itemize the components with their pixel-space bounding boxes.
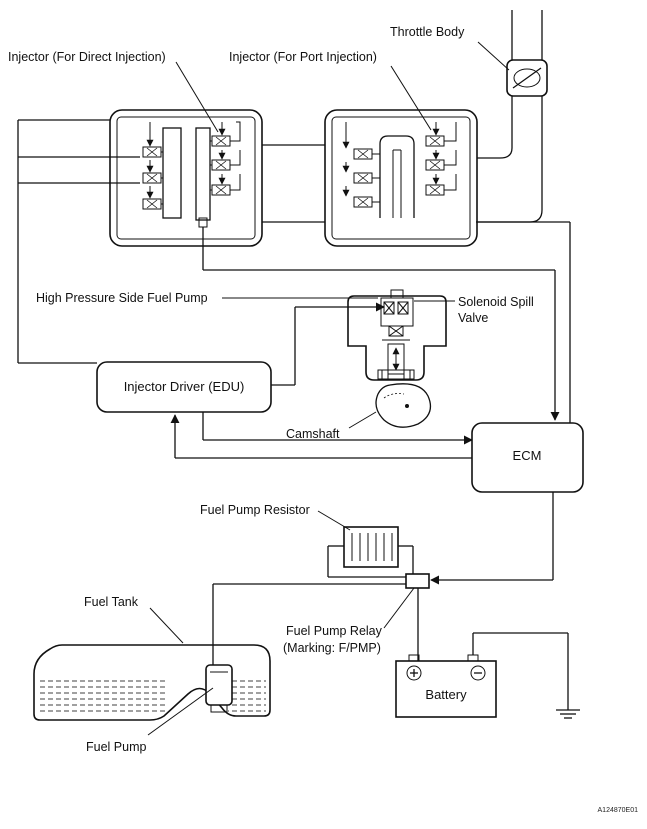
solenoid-spill-valve-label-2: Valve: [458, 311, 488, 325]
battery-label: Battery: [425, 687, 467, 702]
fuel-pump-resistor-label: Fuel Pump Resistor: [200, 503, 310, 517]
fuel-pump-relay: [213, 573, 430, 661]
fuel-pump-relay-label-2: (Marking: F/PMP): [283, 641, 381, 655]
figure-code: A124870E01: [598, 807, 639, 814]
right-cylinder-bank: [324, 109, 478, 247]
port-injector-label: Injector (For Port Injection): [229, 50, 377, 64]
camshaft: [375, 383, 432, 428]
battery: [395, 632, 580, 719]
bank-wiring: [17, 119, 571, 423]
high-pressure-fuel-pump: [202, 241, 447, 381]
ecm: [471, 422, 584, 493]
fuel-tank: [33, 584, 271, 736]
left-cylinder-bank: [109, 109, 263, 247]
camshaft-label: Camshaft: [286, 427, 340, 441]
injector-driver-label: Injector Driver (EDU): [124, 379, 245, 394]
fuel-pump-relay-label-1: Fuel Pump Relay: [286, 624, 383, 638]
fuel-tank-label: Fuel Tank: [84, 595, 139, 609]
injector-driver-edu: [96, 361, 272, 413]
ecm-label: ECM: [513, 448, 542, 463]
fuel-pump-resistor: [317, 510, 414, 577]
fuel-pump-label: Fuel Pump: [86, 740, 146, 754]
direct-injector-label: Injector (For Direct Injection): [8, 50, 166, 64]
edu-ecm-signals: [170, 412, 473, 459]
throttle-body: [476, 10, 548, 223]
throttle-body-label: Throttle Body: [390, 25, 465, 39]
hp-fuel-pump-label: High Pressure Side Fuel Pump: [36, 291, 208, 305]
solenoid-spill-valve-label-1: Solenoid Spill: [458, 295, 534, 309]
